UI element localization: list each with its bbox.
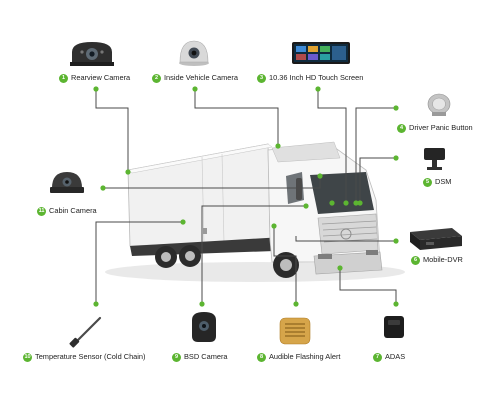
connector-6 <box>295 236 396 242</box>
label-rearview-camera: 1 Rearview Camera <box>59 73 130 83</box>
badge-8: 8 <box>257 352 266 362</box>
badge-1: 1 <box>59 73 68 83</box>
bsd-camera-icon <box>192 312 216 342</box>
panic-button-icon <box>427 93 451 116</box>
label-bsd-camera: 9 BSD Camera <box>172 352 228 362</box>
badge-5: 5 <box>423 177 432 187</box>
touch-screen-icon <box>292 42 350 64</box>
text-adas: ADAS <box>385 352 406 361</box>
badge-4: 4 <box>397 123 406 133</box>
connector-10 <box>95 221 183 304</box>
temperature-sensor-icon <box>69 316 102 348</box>
text-temperature-sensor: Temperature Sensor (Cold Chain) <box>35 352 146 361</box>
badge-10: 10 <box>23 352 32 362</box>
connector-9 <box>201 205 306 304</box>
connector-2 <box>194 89 279 146</box>
badge-3: 3 <box>257 73 266 83</box>
text-panic-button: Driver Panic Button <box>409 123 473 132</box>
connector-7 <box>339 268 397 304</box>
adas-camera-icon <box>384 316 404 338</box>
label-mobile-dvr: 6 Mobile-DVR <box>411 255 463 265</box>
badge-7: 7 <box>373 352 382 362</box>
label-temperature-sensor: 10 Temperature Sensor (Cold Chain) <box>23 352 146 362</box>
badge-2: 2 <box>152 73 161 83</box>
dome-camera-icon <box>179 40 209 66</box>
dsm-camera-icon <box>424 148 445 170</box>
text-cabin-camera: Cabin Camera <box>49 206 97 215</box>
connector-8 <box>273 226 297 304</box>
text-touch-screen: 10.36 Inch HD Touch Screen <box>269 73 364 82</box>
label-touch-screen: 3 10.36 Inch HD Touch Screen <box>257 73 363 83</box>
truck-illustration <box>105 141 405 282</box>
connector-1 <box>95 89 129 172</box>
audible-alert-icon <box>279 317 311 345</box>
badge-6: 6 <box>411 255 420 265</box>
badge-9: 9 <box>172 352 181 362</box>
rearview-camera-icon <box>70 42 114 66</box>
label-dsm: 5 DSM <box>423 177 451 187</box>
text-mobile-dvr: Mobile-DVR <box>423 255 463 264</box>
text-dsm: DSM <box>435 177 452 186</box>
text-bsd-camera: BSD Camera <box>184 352 228 361</box>
text-audible-alert: Audible Flashing Alert <box>269 352 341 361</box>
mobile-dvr-icon <box>410 228 462 250</box>
connector-3 <box>317 89 347 203</box>
connector-dots <box>93 86 399 307</box>
text-inside-vehicle-camera: Inside Vehicle Camera <box>164 73 238 82</box>
badge-11: 11 <box>37 206 46 216</box>
label-cabin-camera: 11 Cabin Camera <box>37 206 97 216</box>
label-audible-alert: 8 Audible Flashing Alert <box>257 352 341 362</box>
text-rearview-camera: Rearview Camera <box>71 73 131 82</box>
connector-11 <box>103 176 321 189</box>
connector-lines <box>95 89 397 304</box>
connector-5 <box>359 157 396 203</box>
label-adas: 7 ADAS <box>373 352 405 362</box>
connector-4 <box>355 107 396 203</box>
label-inside-vehicle-camera: 2 Inside Vehicle Camera <box>152 73 238 83</box>
label-panic-button: 4 Driver Panic Button <box>397 123 473 133</box>
cabin-camera-icon <box>50 172 84 193</box>
